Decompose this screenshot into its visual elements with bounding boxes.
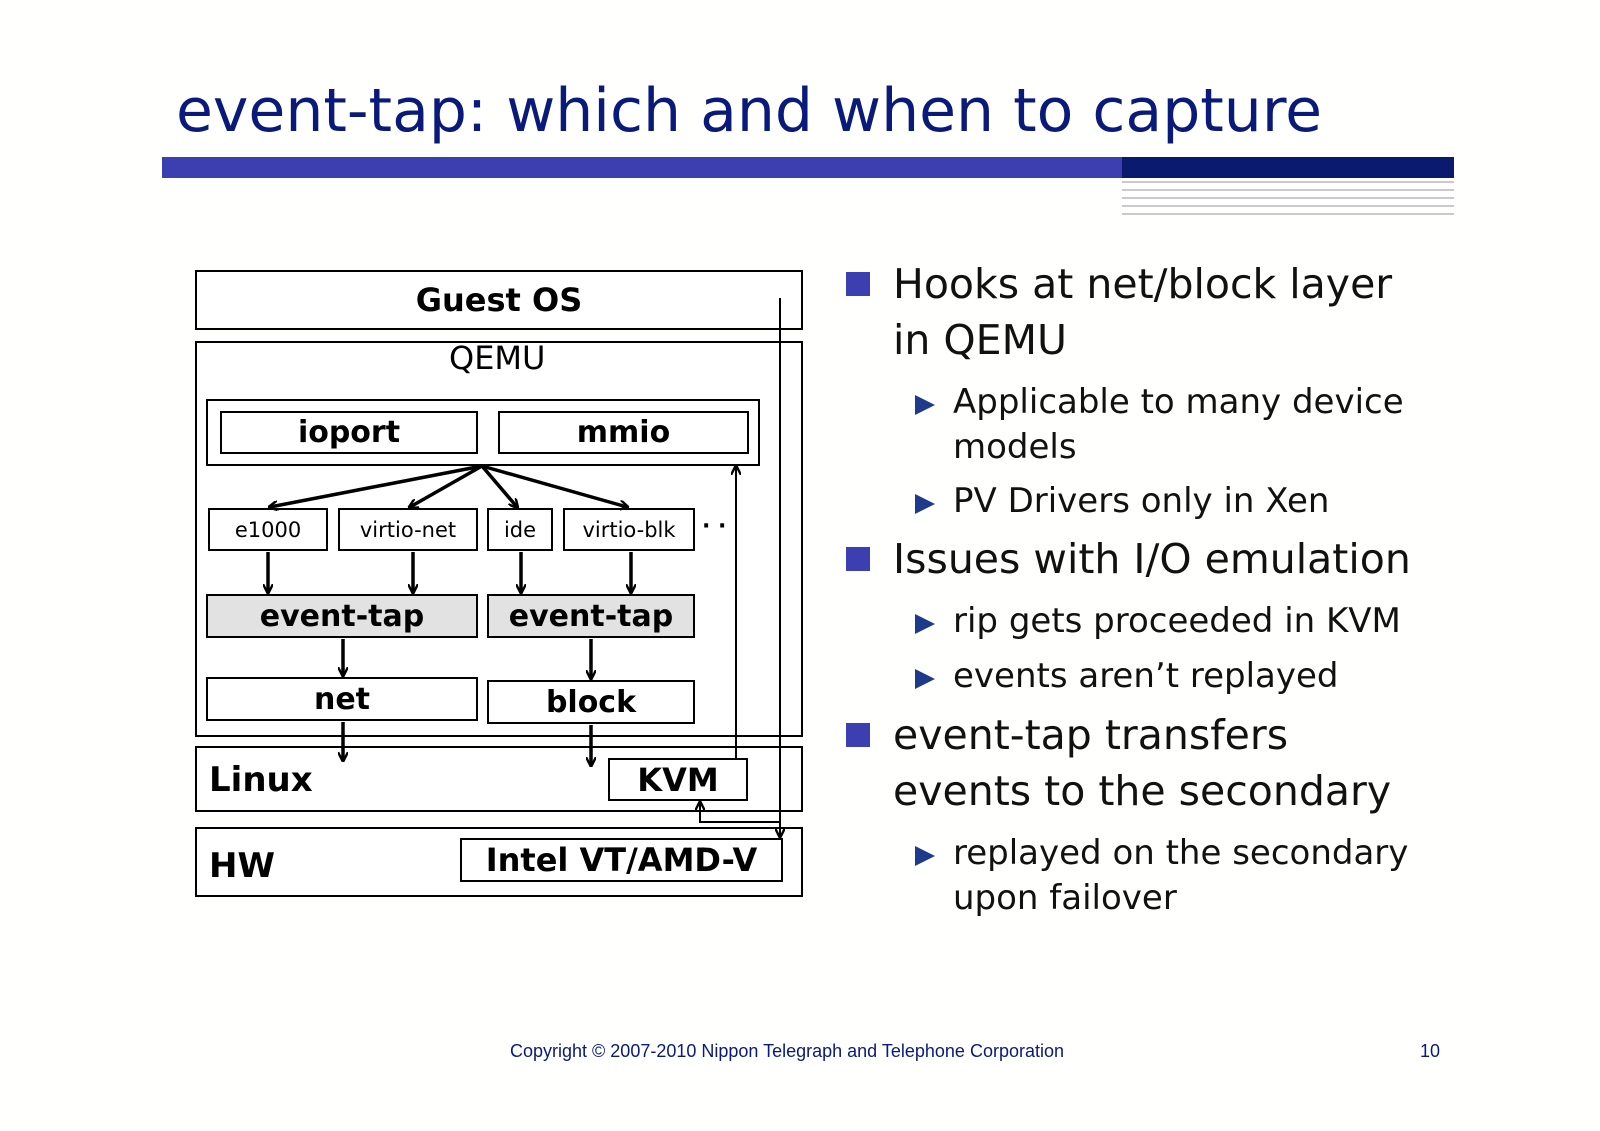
title-underline-bar [162,157,1122,178]
decorative-stripes [1122,181,1454,221]
bullet-square-icon [846,547,870,571]
bullet-1-sub-2: PV Drivers only in Xen [953,481,1330,521]
device-e1000: e1000 [208,508,328,551]
device-ide-label: ide [503,517,537,542]
bullet-2-line-1: Issues with I/O emulation [893,535,1411,583]
event-tap-left-box: event-tap [206,594,478,638]
qemu-label: QEMU [449,339,546,377]
event-tap-right-label: event-tap [508,598,674,634]
more-devices-ellipsis: · · [702,514,727,539]
sub-bullet-arrow-icon [915,395,935,415]
hw-label: HW [209,846,275,886]
kvm-label: KVM [637,760,719,799]
bullet-3-line-2: events to the secondary [893,767,1392,815]
bullet-square-icon [846,272,870,296]
device-virtio-net: virtio-net [338,508,478,551]
bullet-square-icon [846,723,870,747]
mmio-label: mmio [576,415,671,450]
bullet-3-sub-1-line-1: replayed on the secondary [953,833,1409,873]
title-underline-dark-bar [1122,157,1454,178]
bullet-3-line-1: event-tap transfers [893,711,1289,759]
sub-bullet-arrow-icon [915,669,935,689]
bullet-1-sub-1-line-2: models [953,427,1077,467]
copyright-footer: Copyright © 2007-2010 Nippon Telegraph a… [510,1041,1064,1061]
net-label: net [313,681,371,717]
device-virtio-blk-label: virtio-blk [582,517,676,542]
sub-bullet-arrow-icon [915,494,935,514]
guest-os-label: Guest OS [415,281,583,319]
sub-bullet-arrow-icon [915,614,935,634]
guest-os-box: Guest OS [195,270,803,330]
device-ide: ide [487,508,553,551]
sub-bullet-arrow-icon [915,846,935,866]
event-tap-right-box: event-tap [487,594,695,638]
device-e1000-label: e1000 [234,517,302,542]
ioport-label: ioport [297,415,401,450]
mmio-box: mmio [498,411,749,454]
bullet-2-sub-2: events aren’t replayed [953,656,1339,696]
kvm-box: KVM [608,758,748,801]
intel-vt-label: Intel VT/AMD-V [485,841,758,879]
event-tap-left-label: event-tap [259,598,425,634]
bullet-1-line-1: Hooks at net/block layer [893,260,1393,308]
bullet-1-line-2: in QEMU [893,316,1067,364]
block-label: block [545,684,637,720]
slide-title: event-tap: which and when to capture [176,76,1323,146]
bullet-3-sub-1-line-2: upon failover [953,878,1177,918]
device-virtio-blk: virtio-blk [563,508,695,551]
device-virtio-net-label: virtio-net [359,517,457,542]
bullet-2-sub-1: rip gets proceeded in KVM [953,601,1401,641]
ioport-box: ioport [220,411,478,454]
linux-label: Linux [209,760,313,800]
net-box: net [206,677,478,721]
bullet-1-sub-1-line-1: Applicable to many device [953,382,1404,422]
block-box: block [487,680,695,724]
page-number: 10 [1420,1041,1441,1061]
intel-vt-box: Intel VT/AMD-V [460,838,783,882]
